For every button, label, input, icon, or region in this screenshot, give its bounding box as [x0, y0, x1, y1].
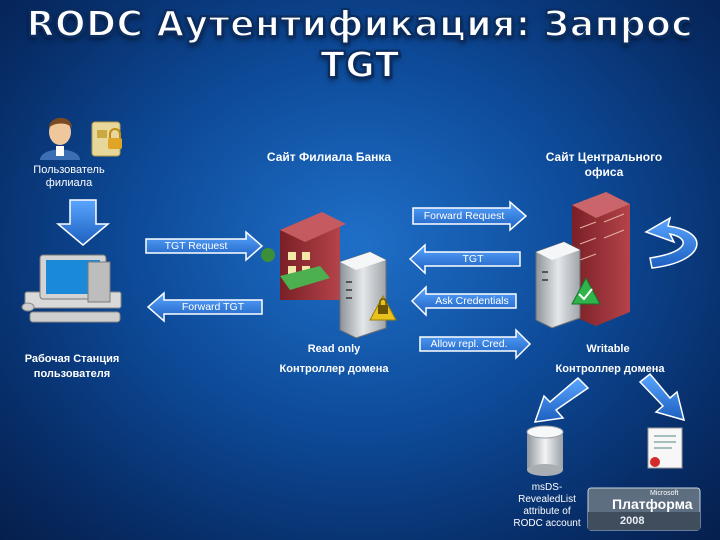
down-arrow-user [55, 199, 111, 246]
arrow-to-database [533, 376, 590, 423]
database-icon [526, 425, 564, 476]
rodc-server-icon [339, 251, 387, 339]
forward-tgt-arrow [146, 291, 263, 323]
rodc-readonly-label: Read only [307, 343, 361, 355]
central-office-tower-icon [572, 192, 630, 326]
logo-brand: Microsoft [650, 490, 679, 497]
lock-icon [369, 294, 397, 321]
forward-tgt-label: Forward TGT [181, 301, 245, 313]
writable-dc-server-icon [535, 241, 581, 329]
certificate-icon [647, 427, 683, 469]
writable-label: Writable [586, 343, 630, 355]
forward-request-arrow [412, 200, 528, 232]
branch-building-icon [261, 212, 346, 300]
branch-site-label: Сайт Филиала Банка [266, 150, 392, 164]
tgt-request-arrow [145, 230, 264, 262]
ask-credentials-arrow [410, 285, 517, 317]
tgt-label: TGT [462, 253, 484, 265]
forward-request-label: Forward Request [423, 210, 505, 222]
workstation-computer-icon [21, 254, 122, 323]
rodc-controller-label: Контроллер домена [279, 363, 389, 375]
logo-year: 2008 [620, 515, 645, 527]
ask-credentials-label: Ask Credentials [435, 295, 509, 307]
allow-repl-label: Allow repl. Cred. [430, 338, 508, 350]
revealed-list-label: msDS-RevealedList attribute of RODC acco… [513, 482, 581, 529]
branch-user-label: Пользователь филиала [33, 164, 105, 189]
writable-controller-label: Контроллер домена [555, 363, 665, 375]
logo-name: Платформа [612, 496, 693, 512]
user-icon [40, 117, 80, 160]
arrow-to-certificate [638, 372, 686, 422]
page-title: RODC Аутентификация: Запрос TGT [26, 3, 694, 87]
replication-loop-arrow [644, 216, 698, 269]
central-site-label: Сайт Центрального офиса [545, 150, 663, 179]
allow-repl-arrow [419, 328, 532, 360]
workstation-label: Рабочая Станция пользователя [24, 353, 120, 380]
smartcard-lock-icon [91, 121, 122, 157]
tgt-request-label: TGT Request [164, 240, 228, 252]
platform-logo [587, 487, 701, 531]
tgt-arrow [408, 243, 521, 275]
green-check-icon [571, 276, 601, 305]
